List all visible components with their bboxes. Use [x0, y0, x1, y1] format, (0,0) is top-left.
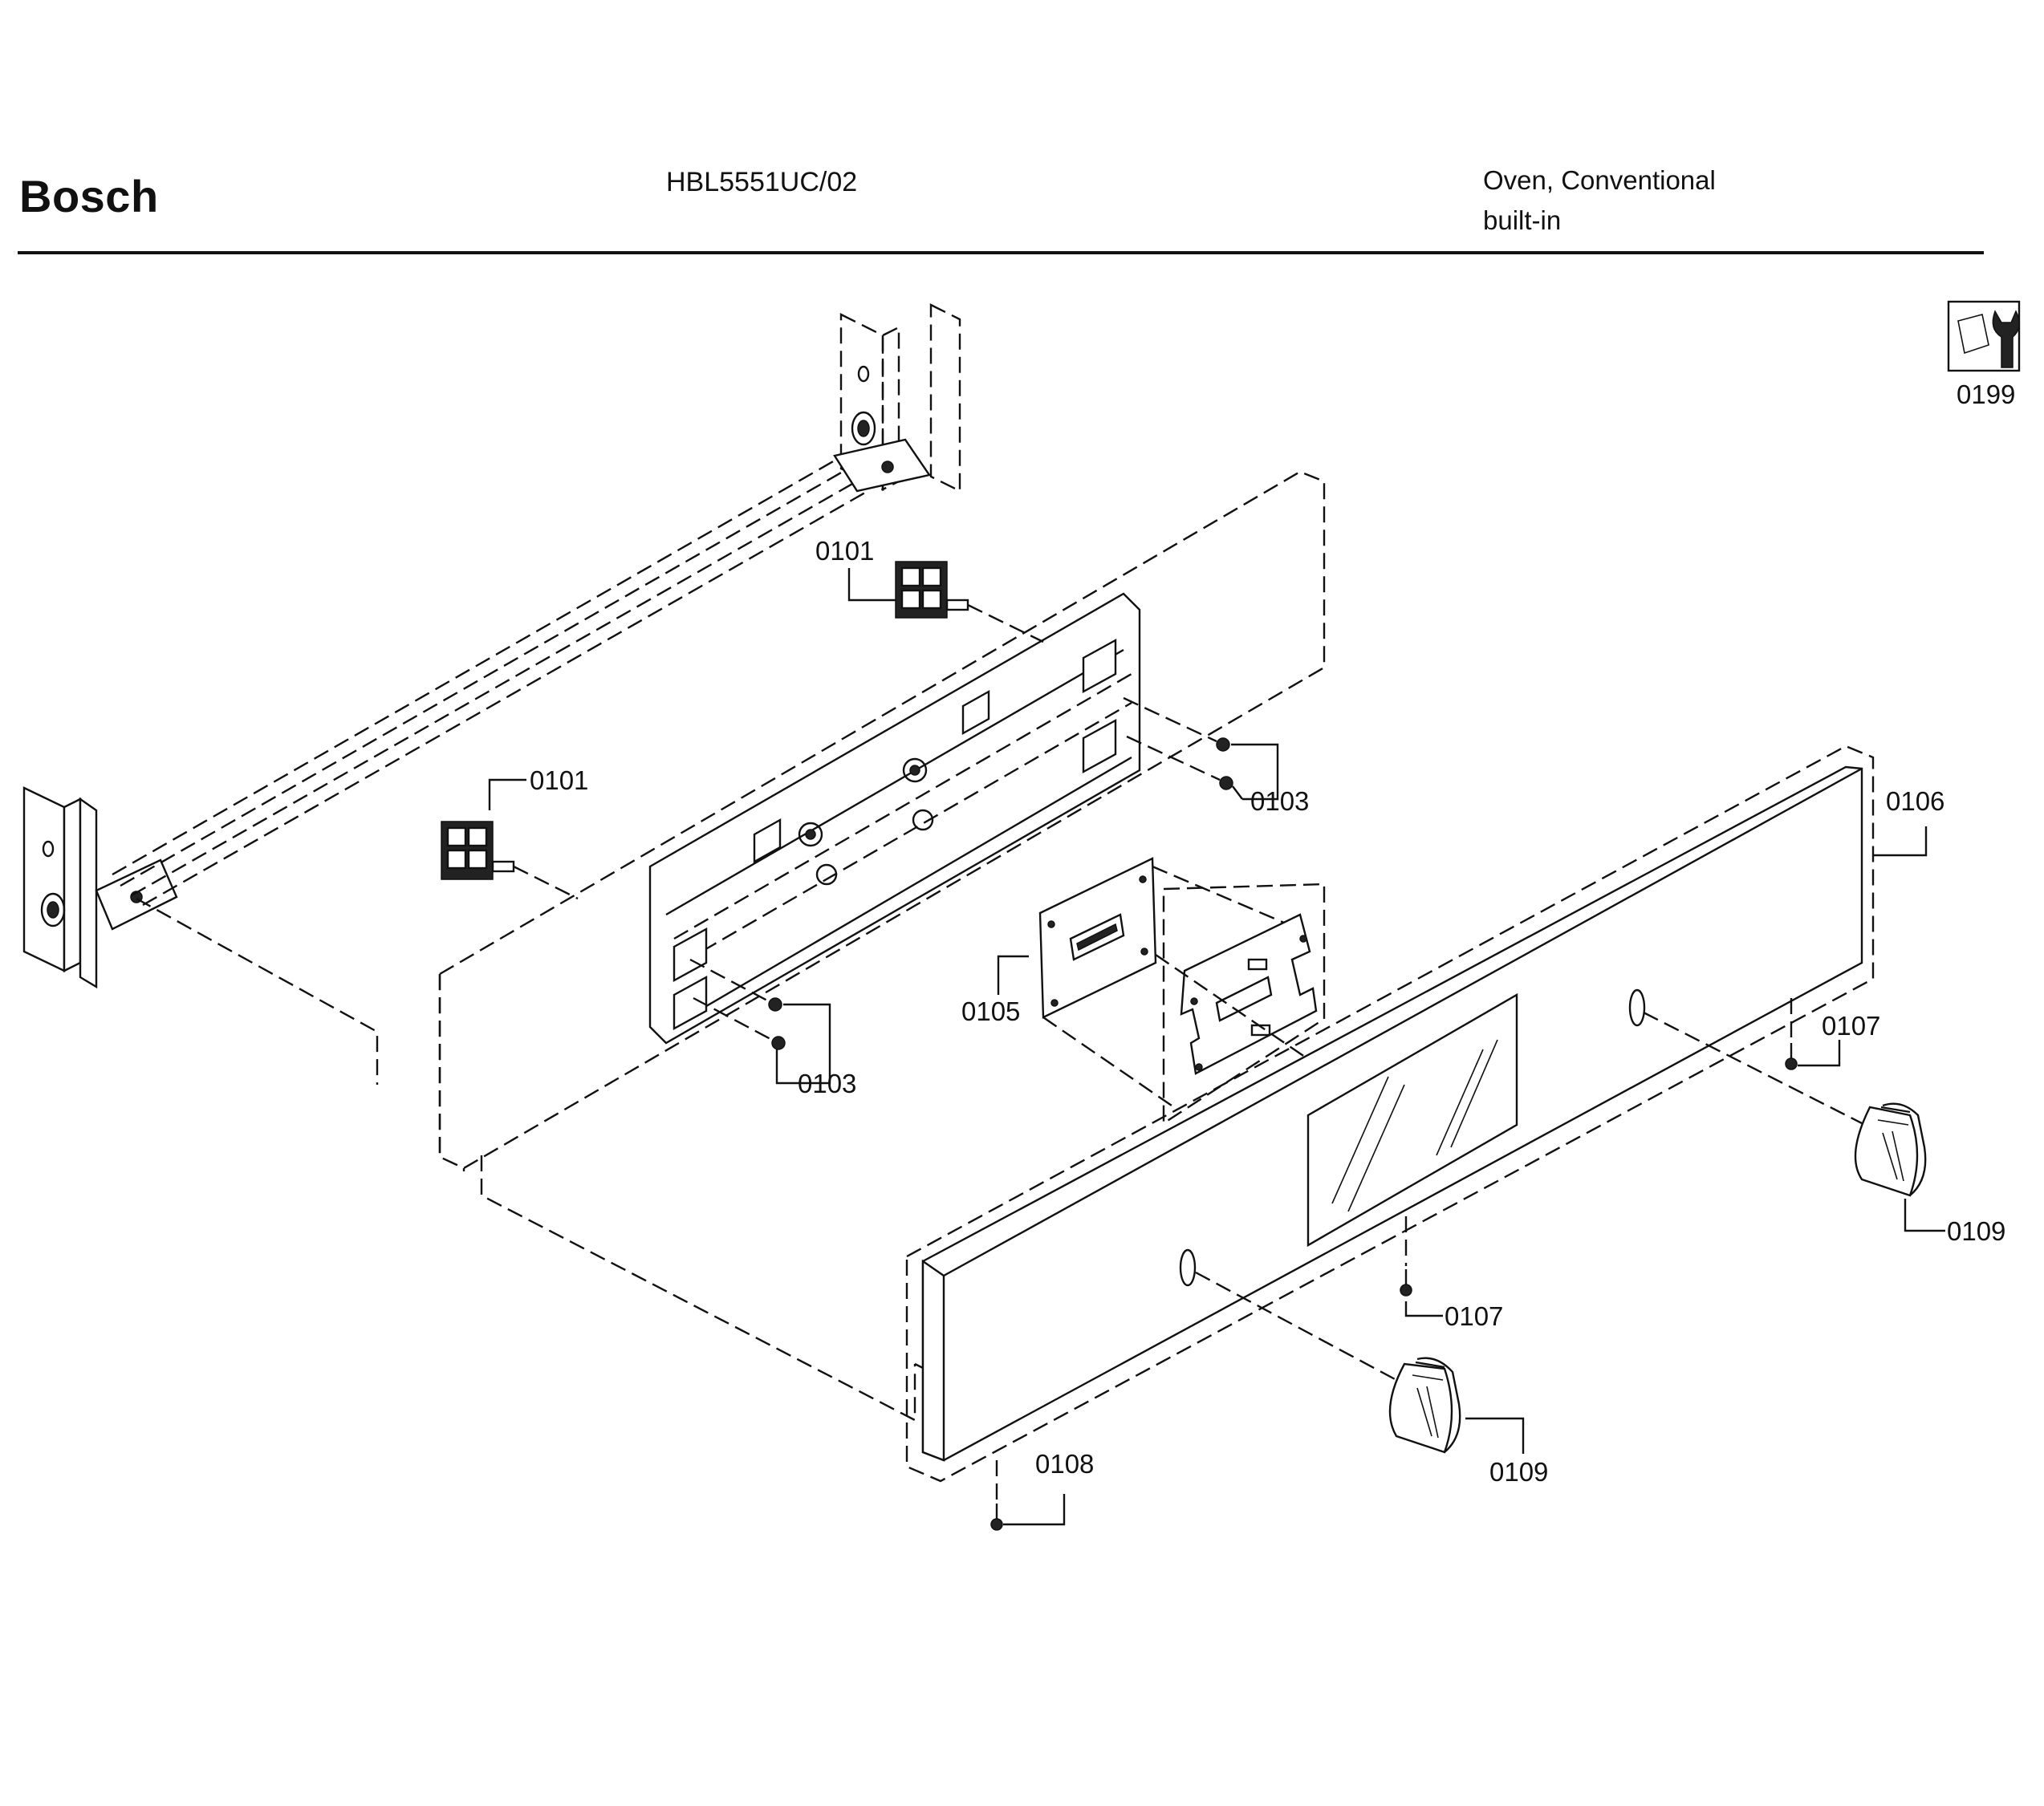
callout-0106: 0106: [1886, 786, 1944, 816]
header-rule: [18, 251, 1984, 254]
callout-0107-right: 0107: [1822, 1011, 1880, 1041]
control-board[interactable]: [1038, 857, 1157, 1019]
left-side-bracket: [22, 786, 178, 989]
control-housing: [438, 470, 1326, 1171]
brand-name: Bosch: [19, 171, 159, 221]
screw-lower-2[interactable]: [693, 996, 786, 1050]
screw-panel-left[interactable]: [990, 1460, 1003, 1531]
selector-switch-lower[interactable]: [441, 821, 579, 900]
inner-mounting-frame: [648, 592, 1141, 1045]
model-number: HBL5551UC/02: [666, 167, 858, 197]
tool-label: 0199: [1957, 379, 2015, 409]
category-line-2: built-in: [1483, 205, 1562, 235]
board-bracket: [1042, 865, 1326, 1126]
callout-0109-left: 0109: [1489, 1457, 1548, 1487]
category-line-1: Oven, Conventional: [1483, 165, 1716, 195]
callout-0103-lower: 0103: [798, 1069, 856, 1098]
callout-0101-lower: 0101: [530, 765, 588, 795]
selector-switch-upper[interactable]: [895, 561, 1044, 643]
callout-0107-left: 0108: [1035, 1449, 1094, 1479]
callout-0101-upper: 0101: [815, 536, 874, 566]
callout-0103-upper: 0103: [1250, 786, 1309, 816]
control-knob-right[interactable]: [1643, 1011, 1927, 1197]
callout-0108: 0107: [1445, 1301, 1503, 1331]
callout-0105: 0105: [961, 996, 1020, 1026]
display-window[interactable]: [1306, 992, 1518, 1248]
callout-0109-right: 0109: [1947, 1216, 2005, 1246]
screw-upper-1[interactable]: [1123, 696, 1230, 752]
screw-lower-1[interactable]: [689, 958, 782, 1012]
wrench-icon[interactable]: [1947, 300, 2021, 372]
rear-side-bracket: [833, 303, 961, 493]
screw-panel-right[interactable]: [1785, 998, 1798, 1070]
control-knob-left[interactable]: [1195, 1271, 1461, 1454]
screw-display[interactable]: [1400, 1216, 1412, 1297]
screw-upper-2[interactable]: [1126, 735, 1233, 790]
